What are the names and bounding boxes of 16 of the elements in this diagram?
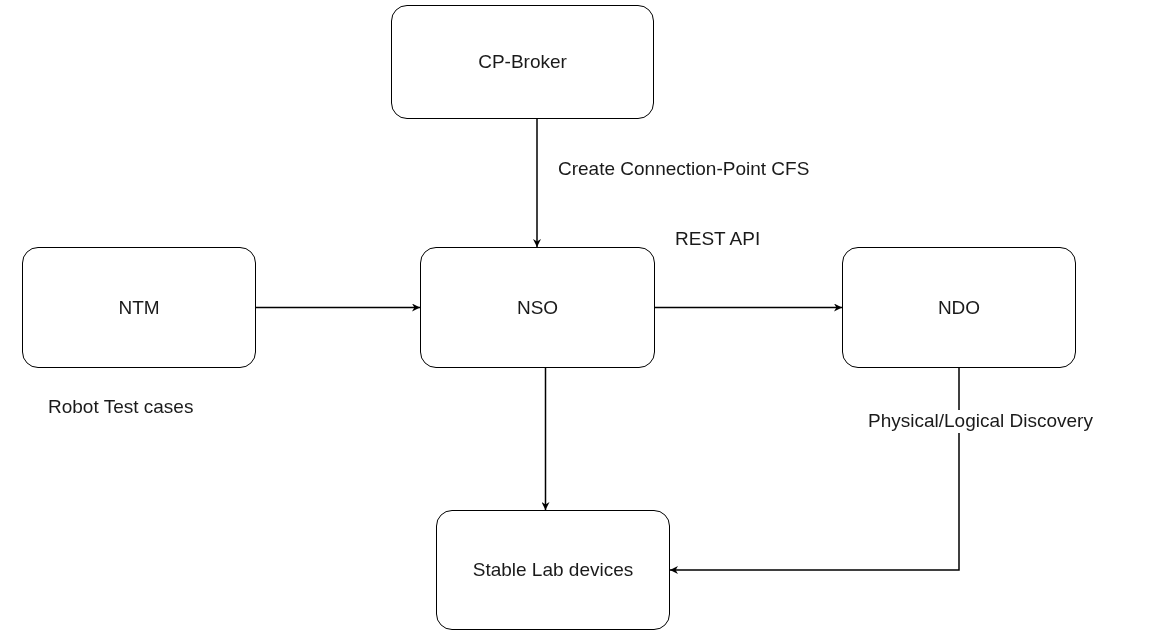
process-box [420, 247, 655, 368]
arrow [255, 303, 421, 312]
arrow [533, 118, 541, 248]
box-label: NSO [516, 296, 559, 319]
box-label: Stable Lab devices [472, 559, 634, 581]
process-box [391, 5, 654, 119]
edge-label: Physical/Logical Discovery [868, 410, 1093, 433]
process-box [22, 247, 256, 368]
process-box [436, 510, 670, 630]
box-label: NTM [118, 296, 160, 319]
arrow [654, 303, 843, 312]
box-label: NDO [937, 296, 981, 319]
arrow [541, 367, 550, 511]
arrow [669, 367, 960, 574]
box-label: CP-Broker [478, 51, 567, 73]
process-box [842, 247, 1076, 368]
